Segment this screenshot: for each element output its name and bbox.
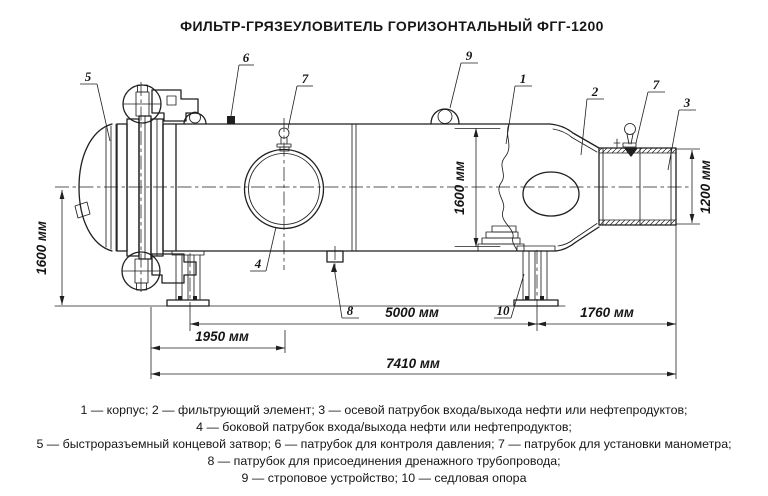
side-nozzle bbox=[243, 148, 325, 230]
dim-right-offset: 1760 мм bbox=[580, 305, 634, 320]
manometer-fitting-right bbox=[613, 123, 638, 157]
conical-reducer bbox=[549, 123, 600, 252]
dim-left-offset: 1950 мм bbox=[195, 329, 249, 344]
callout-5: 5 bbox=[85, 69, 92, 84]
callout-leaders bbox=[80, 62, 696, 319]
legend-line-1: 1 — корпус; 2 — фильтрующий элемент; 3 —… bbox=[80, 403, 687, 417]
break-line bbox=[498, 123, 518, 252]
legend-line-5: 9 — строповое устройство; 10 — седловая … bbox=[242, 471, 527, 485]
callout-2: 2 bbox=[591, 84, 599, 99]
lifting-lug-right bbox=[430, 108, 460, 125]
callout-10: 10 bbox=[497, 303, 511, 318]
legend: 1 — корпус; 2 — фильтрующий элемент; 3 —… bbox=[36, 403, 731, 485]
saddle-support-left bbox=[166, 250, 210, 307]
baffle-plates bbox=[477, 225, 525, 252]
dimension-lines bbox=[59, 128, 700, 379]
dim-left-height: 1600 мм bbox=[34, 221, 49, 275]
callout-4: 4 bbox=[254, 256, 262, 271]
callout-1: 1 bbox=[520, 71, 527, 86]
callout-7-right: 7 bbox=[653, 77, 660, 92]
dim-overall-length: 7410 мм bbox=[386, 356, 440, 371]
legend-line-4: 8 — патрубок для присоединения дренажног… bbox=[207, 454, 560, 468]
callout-9: 9 bbox=[466, 48, 473, 63]
dim-nozzle-height: 1200 мм bbox=[698, 160, 713, 214]
vessel-head bbox=[74, 123, 117, 252]
lifting-lug-left bbox=[183, 111, 207, 125]
drain-nozzle bbox=[326, 250, 344, 263]
legend-line-3: 5 — быстроразъемный концевой затвор; 6 —… bbox=[36, 437, 731, 451]
legend-line-2: 4 — боковой патрубок входа/выхода нефти … bbox=[196, 420, 572, 434]
quick-open-closure bbox=[116, 84, 199, 291]
callout-8: 8 bbox=[347, 303, 354, 318]
callout-7-left: 7 bbox=[302, 71, 309, 86]
pressure-control-nozzle bbox=[227, 116, 235, 124]
dim-shell-height: 1600 мм bbox=[452, 161, 467, 215]
page-title: ФИЛЬТР-ГРЯЗЕУЛОВИТЕЛЬ ГОРИЗОНТАЛЬНЫЙ ФГГ… bbox=[180, 17, 604, 34]
dimension-labels: 1600 мм 1600 мм 1200 мм 5000 мм 1950 мм … bbox=[34, 160, 713, 371]
callout-labels: 5 6 7 9 1 2 7 3 4 8 10 bbox=[85, 48, 691, 318]
dim-support-span: 5000 мм bbox=[385, 305, 439, 320]
filter-element bbox=[522, 171, 580, 217]
callout-6: 6 bbox=[243, 50, 250, 65]
manometer-fitting-left bbox=[276, 127, 292, 152]
callout-3: 3 bbox=[683, 95, 691, 110]
